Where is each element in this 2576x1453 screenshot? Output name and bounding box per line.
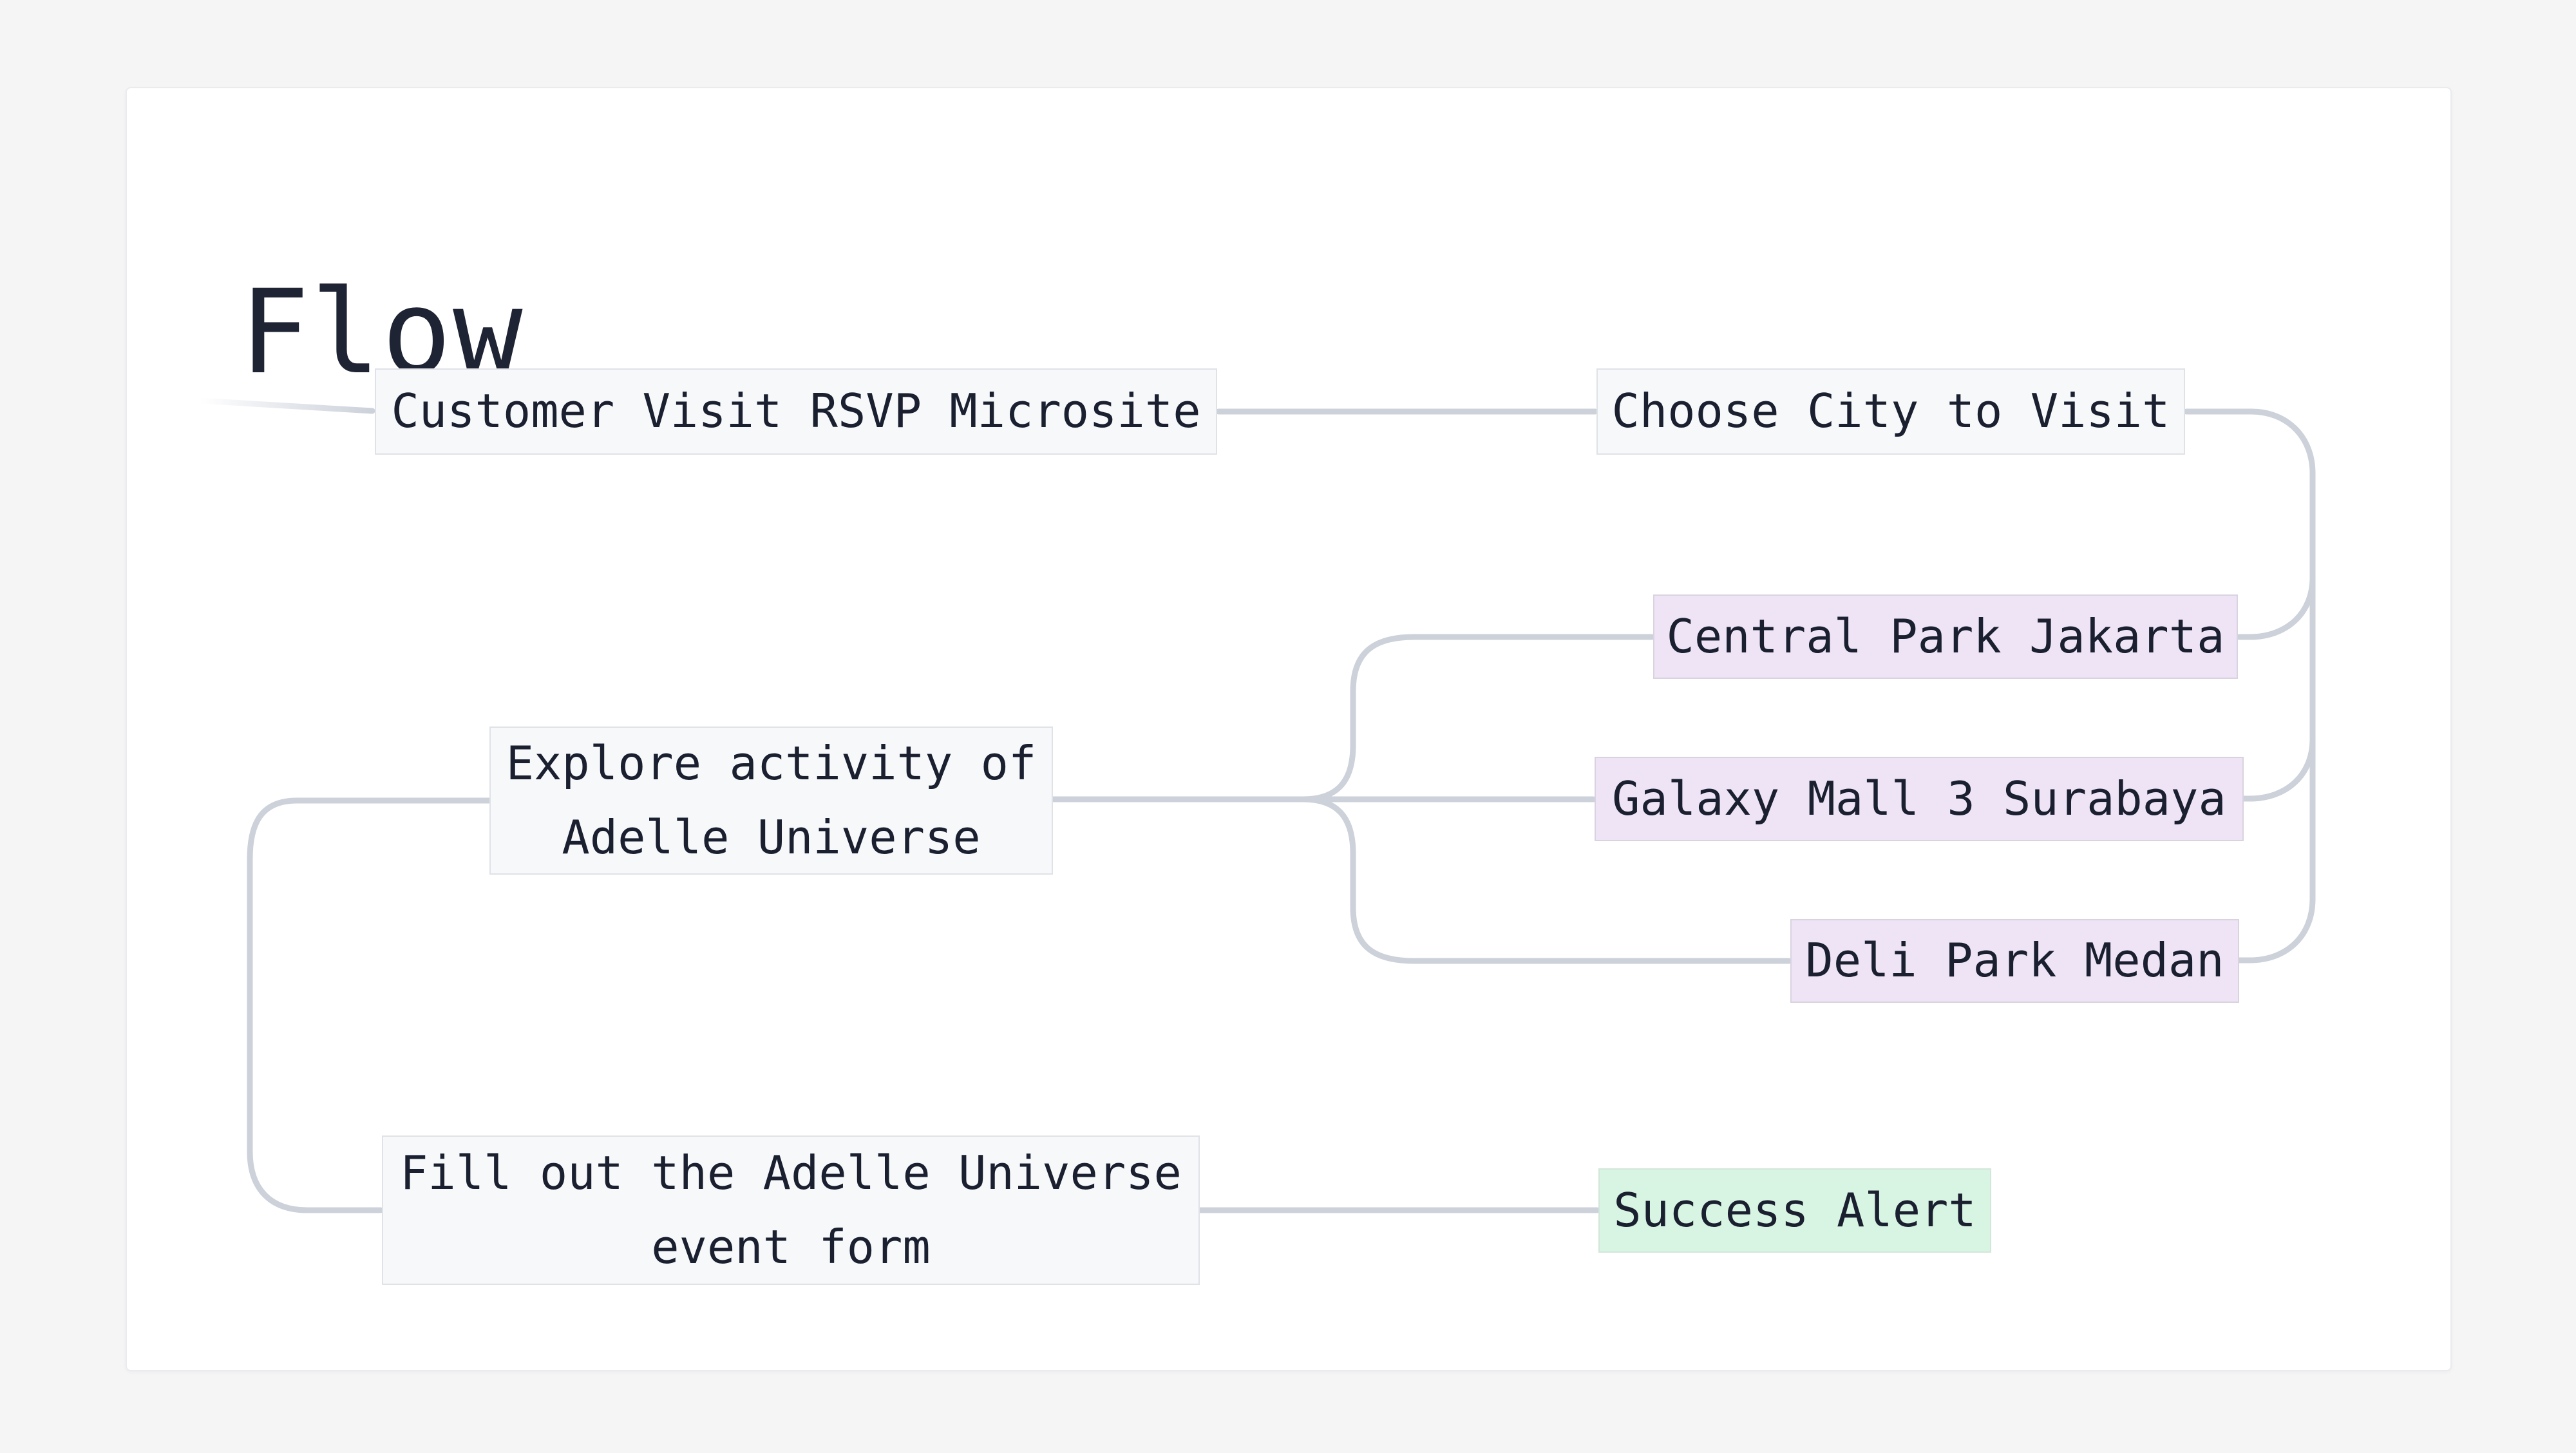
node-choose-city-to-visit: Choose City to Visit (1596, 368, 2185, 455)
node-central-park-jakarta: Central Park Jakarta (1653, 594, 2238, 679)
node-galaxy-mall-3-surabaya: Galaxy Mall 3 Surabaya (1595, 757, 2244, 841)
node-customer-visit-rsvp-microsite: Customer Visit RSVP Microsite (375, 368, 1217, 455)
node-fill-out-adelle-universe-event-form: Fill out the Adelle Universe event form (382, 1135, 1200, 1285)
node-success-alert: Success Alert (1598, 1168, 1991, 1253)
node-explore-activity-adelle-universe: Explore activity of Adelle Universe (489, 726, 1053, 875)
node-deli-park-medan: Deli Park Medan (1790, 919, 2239, 1003)
